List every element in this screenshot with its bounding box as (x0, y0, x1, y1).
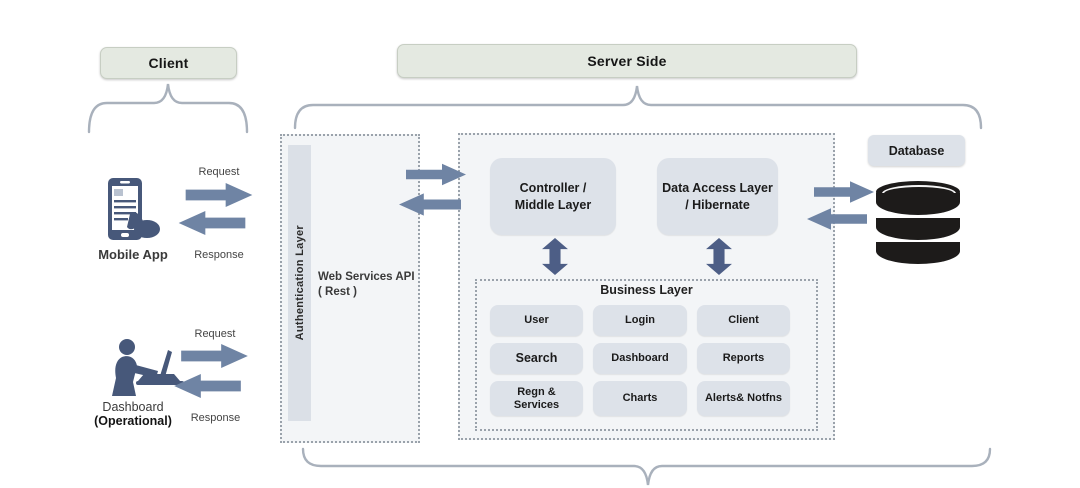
dashboard-response-label: Response (190, 412, 241, 424)
dal-business-arrow (706, 238, 732, 275)
business-item-charts: Charts (593, 381, 687, 416)
dashboard-label-block: Dashboard (Operational) (63, 400, 203, 428)
business-layer-title: Business Layer (600, 283, 693, 297)
database-cylinder-band (876, 218, 960, 240)
mobile-response-arrow (178, 211, 246, 235)
dashboard-request-label: Request (194, 328, 236, 340)
mobile-request-label: Request (198, 166, 240, 178)
business-item-client: Client (697, 305, 790, 336)
database-cylinder-band (876, 193, 960, 215)
dashboard-user-icon (112, 339, 184, 396)
auth-layer-label: Authentication Layer (293, 225, 306, 341)
dashboard-request-arrow (181, 344, 248, 368)
mobile-request-arrow (185, 183, 253, 207)
web-services-api-label: Web Services API ( Rest ) (318, 271, 415, 298)
server-side-brace (293, 85, 983, 130)
auth-layer-bar: Authentication Layer (288, 145, 311, 421)
business-item-dashboard: Dashboard (593, 343, 687, 374)
mobile-app-label: Mobile App (98, 247, 168, 262)
server-to-auth-arrow (399, 193, 461, 216)
business-item-login: Login (593, 305, 687, 336)
server-side-header-label: Server Side (587, 53, 667, 69)
dashboard-sublabel: (Operational) (94, 414, 172, 428)
bottom-brace (301, 447, 992, 486)
data-access-layer-box: Data Access Layer / Hibernate (657, 158, 778, 235)
dashboard-response-arrow (174, 374, 241, 398)
mobile-app-icon (108, 178, 160, 240)
database-cylinder-band (876, 242, 960, 264)
mobile-response-label: Response (194, 249, 244, 261)
auth-to-server-arrow (406, 163, 466, 186)
business-item-regn-services: Regn & Services (490, 381, 583, 416)
controller-business-arrow (542, 238, 568, 275)
business-item-alerts-notfns: Alerts& Notfns (697, 381, 790, 416)
controller-middle-layer-box: Controller / Middle Layer (490, 158, 616, 235)
dashboard-label: Dashboard (102, 400, 164, 414)
business-layer-grid: User Login Client Search Dashboard Repor… (490, 305, 790, 416)
server-side-header: Server Side (397, 44, 857, 78)
client-brace (87, 83, 249, 134)
database-icon (876, 181, 960, 265)
business-item-reports: Reports (697, 343, 790, 374)
business-item-search: Search (490, 343, 583, 374)
dal-to-database-arrow (814, 181, 874, 203)
client-header-label: Client (148, 55, 189, 71)
client-header: Client (100, 47, 237, 79)
business-layer-panel (475, 279, 818, 431)
database-label-box: Database (868, 135, 965, 166)
business-item-user: User (490, 305, 583, 336)
database-to-dal-arrow (807, 208, 867, 230)
